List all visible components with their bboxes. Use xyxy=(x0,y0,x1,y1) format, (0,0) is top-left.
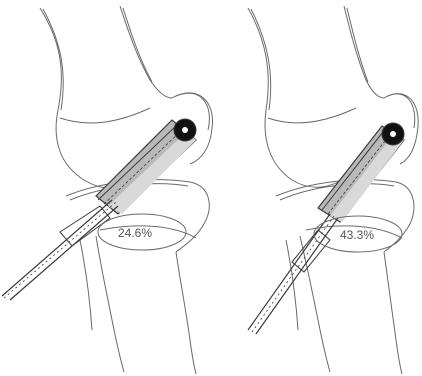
right-drill-guide xyxy=(248,214,338,334)
left-percent-label: 24.6% xyxy=(118,226,152,240)
right-femoral-hole xyxy=(382,123,404,145)
right-femur xyxy=(248,6,418,187)
left-drill-guide xyxy=(2,200,118,300)
left-femur xyxy=(40,6,213,188)
left-tibia xyxy=(66,180,209,374)
left-panel: 24.6% xyxy=(2,6,213,374)
left-femoral-hole xyxy=(174,119,196,141)
right-panel: 43.3% xyxy=(248,6,418,374)
right-percent-label: 43.3% xyxy=(340,228,374,242)
